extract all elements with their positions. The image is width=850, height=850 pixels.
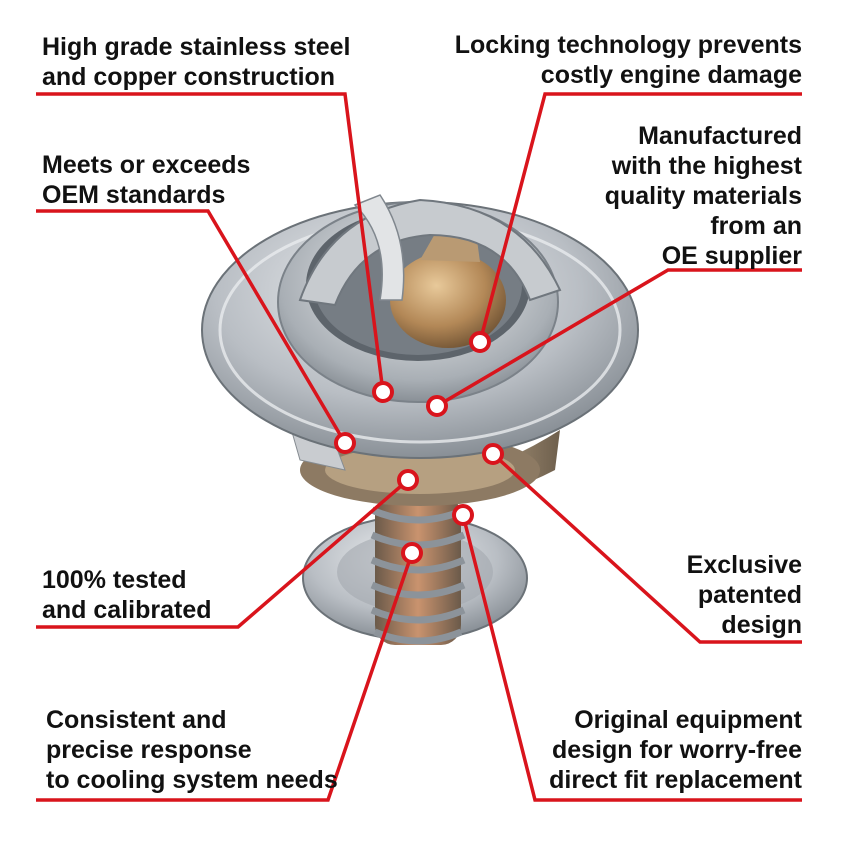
label-locking: Locking technology prevents costly engin… bbox=[455, 30, 802, 90]
label-line: and calibrated bbox=[42, 596, 212, 624]
callout-dots bbox=[334, 331, 504, 564]
label-line: design for worry-free bbox=[551, 736, 802, 764]
callout-line-patented bbox=[491, 452, 802, 644]
label-line: quality materials bbox=[604, 182, 802, 210]
label-line: patented bbox=[697, 581, 802, 609]
callout-lines bbox=[36, 92, 802, 802]
label-stainless: High grade stainless steel and copper co… bbox=[42, 32, 350, 92]
label-line: costly engine damage bbox=[540, 61, 802, 89]
callout-dot-materials bbox=[426, 395, 448, 417]
label-line: to cooling system needs bbox=[46, 766, 338, 794]
label-line: Locking technology prevents bbox=[454, 31, 802, 59]
callout-line-oem bbox=[36, 209, 347, 444]
label-line: design bbox=[721, 611, 802, 639]
label-line: OE supplier bbox=[661, 242, 802, 270]
callout-dot-oem bbox=[334, 432, 356, 454]
label-response: Consistent and precise response to cooli… bbox=[46, 705, 338, 795]
bridge-arch bbox=[298, 194, 562, 307]
label-line: High grade stainless steel bbox=[42, 33, 351, 61]
label-line: with the highest bbox=[611, 152, 802, 180]
label-line: Manufactured bbox=[638, 122, 802, 150]
label-original: Original equipment design for worry-free… bbox=[549, 705, 802, 795]
spring bbox=[370, 495, 466, 645]
label-line: Meets or exceeds bbox=[42, 151, 251, 179]
label-line: and copper construction bbox=[42, 63, 336, 91]
callout-line-locking bbox=[478, 92, 802, 343]
callout-dot-response bbox=[401, 542, 423, 564]
callout-line-response bbox=[36, 552, 414, 802]
callout-line-materials bbox=[436, 268, 802, 408]
label-line: Exclusive bbox=[686, 551, 802, 579]
label-line: precise response bbox=[46, 736, 252, 764]
callout-line-tested bbox=[36, 478, 410, 629]
label-line: 100% tested bbox=[42, 566, 187, 594]
callout-line-stainless bbox=[36, 92, 385, 393]
callout-dot-patented bbox=[482, 443, 504, 465]
label-materials: Manufactured with the highest quality ma… bbox=[605, 121, 802, 271]
label-oem: Meets or exceeds OEM standards bbox=[42, 150, 250, 210]
label-patented: Exclusive patented design bbox=[687, 550, 802, 640]
label-tested: 100% tested and calibrated bbox=[42, 565, 212, 625]
callout-dot-tested bbox=[397, 469, 419, 491]
callout-dot-stainless bbox=[372, 381, 394, 403]
callout-dot-original bbox=[452, 504, 474, 526]
label-line: from an bbox=[710, 212, 802, 240]
label-line: Consistent and bbox=[46, 706, 227, 734]
label-line: OEM standards bbox=[42, 181, 226, 209]
label-line: direct fit replacement bbox=[549, 766, 802, 794]
callout-dot-locking bbox=[469, 331, 491, 353]
label-line: Original equipment bbox=[574, 706, 802, 734]
callout-line-original bbox=[461, 514, 802, 802]
